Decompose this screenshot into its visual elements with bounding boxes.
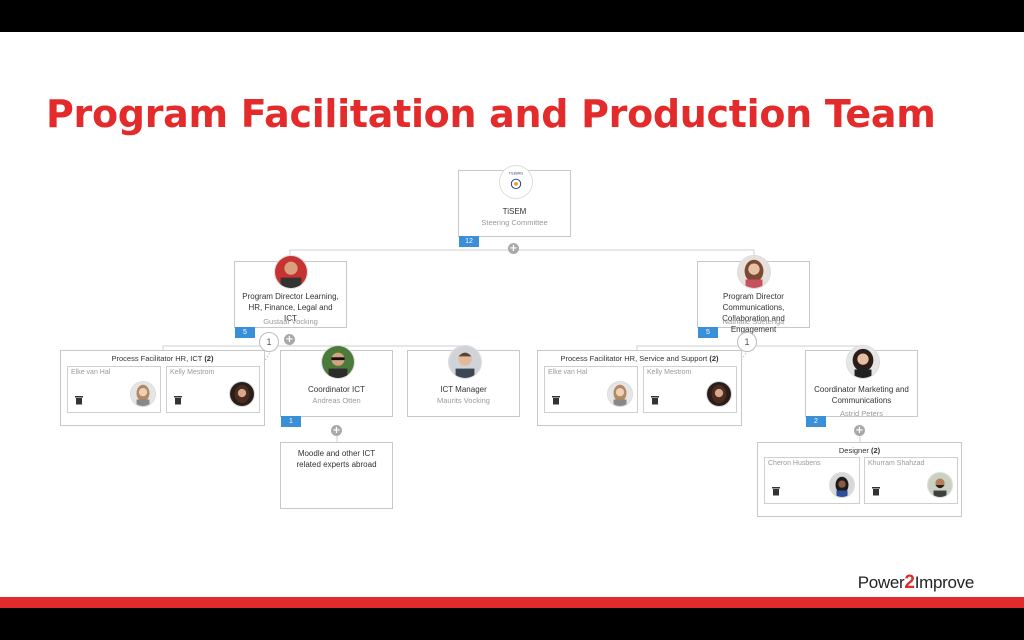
node-coordinator-marketing[interactable]: Coordinator Marketing and Communications…	[805, 345, 918, 418]
avatar-nathalie	[737, 255, 771, 289]
trash-icon[interactable]	[771, 486, 781, 496]
node-left-director-name: Program Director Learning, HR, Finance, …	[242, 292, 339, 323]
group-designer-title: Designer (2)	[838, 446, 881, 455]
avatar-kelly	[229, 381, 255, 407]
node-root-expand-icon[interactable]: +	[508, 243, 519, 254]
avatar-kelly	[706, 381, 732, 407]
member-card[interactable]: Cheron Husbens	[764, 457, 860, 504]
node-root[interactable]: TILBURG TiSEM Steering Committee	[458, 165, 571, 237]
node-ict-manager-name: ICT Manager	[440, 385, 487, 394]
avatar-elke	[607, 381, 633, 407]
trash-icon[interactable]	[74, 395, 84, 405]
member-name: Elke van Hal	[71, 369, 111, 376]
group-left-facilitator[interactable]: Process Facilitator HR, ICT (2) Elke van…	[60, 350, 265, 426]
group-right-facilitator[interactable]: Process Facilitator HR, Service and Supp…	[537, 350, 742, 426]
member-card[interactable]: Kelly Mestrom	[643, 366, 737, 413]
node-right-director-person: Nathalie Soetenga	[722, 317, 785, 326]
power2improve-logo: Power2Improve	[857, 572, 975, 593]
page-title: Program Facilitation and Production Team	[46, 92, 936, 136]
node-coordinator-ict-badge[interactable]: 1	[281, 416, 301, 427]
node-coordinator-marketing-expand-icon[interactable]: +	[854, 425, 865, 436]
member-card[interactable]: Khurram Shahzad	[864, 457, 958, 504]
member-card[interactable]: Elke van Hal	[544, 366, 638, 413]
member-card[interactable]: Kelly Mestrom	[166, 366, 260, 413]
avatar-astrid	[846, 345, 880, 379]
slide: Program Facilitation and Production Team…	[0, 32, 1024, 608]
svg-text:TILBURG: TILBURG	[509, 171, 524, 175]
node-right-director-count[interactable]: 1	[737, 332, 757, 352]
member-name: Elke van Hal	[548, 369, 588, 376]
node-moodle-experts[interactable]: Moodle and other ICT related experts abr…	[280, 442, 393, 509]
footer-accent-bar	[0, 597, 1024, 608]
node-root-role: Steering Committee	[481, 218, 548, 227]
trash-icon[interactable]	[551, 395, 561, 405]
node-coordinator-marketing-person: Astrid Peters	[840, 409, 883, 418]
node-left-director-count[interactable]: 1	[259, 332, 279, 352]
node-left-director-person: Gustaaf Vocking	[263, 317, 318, 326]
member-card[interactable]: Elke van Hal	[67, 366, 161, 413]
node-left-director-expand-icon[interactable]: +	[284, 334, 295, 345]
trash-icon[interactable]	[173, 395, 183, 405]
node-coordinator-ict-person: Andreas Otten	[312, 396, 361, 405]
university-logo-icon: TILBURG	[499, 165, 533, 199]
node-coordinator-marketing-name: Coordinator Marketing and Communications	[814, 385, 909, 405]
node-ict-manager-person: Maurits Vocking	[437, 396, 490, 405]
member-name: Kelly Mestrom	[647, 369, 692, 376]
node-right-director[interactable]: Program Director Communications, Collabo…	[697, 255, 810, 334]
group-designer[interactable]: Designer (2) Cheron Husbens Khurram Shah…	[757, 442, 962, 517]
node-coordinator-ict-name: Coordinator ICT	[308, 385, 365, 394]
node-coordinator-marketing-badge[interactable]: 2	[806, 416, 826, 427]
node-coordinator-ict[interactable]: Coordinator ICT Andreas Otten	[280, 345, 393, 417]
group-left-facilitator-title: Process Facilitator HR, ICT (2)	[111, 354, 214, 363]
avatar-elke	[130, 381, 156, 407]
node-moodle-experts-name: Moodle and other ICT related experts abr…	[296, 449, 377, 469]
node-root-badge[interactable]: 12	[459, 236, 479, 247]
node-root-name: TiSEM	[502, 207, 527, 216]
avatar-andreas	[321, 345, 355, 379]
node-left-director[interactable]: Program Director Learning, HR, Finance, …	[234, 255, 347, 328]
node-coordinator-ict-expand-icon[interactable]: +	[331, 425, 342, 436]
member-name: Cheron Husbens	[768, 460, 821, 467]
trash-icon[interactable]	[650, 395, 660, 405]
node-left-director-badge[interactable]: 5	[235, 327, 255, 338]
group-right-facilitator-title: Process Facilitator HR, Service and Supp…	[560, 354, 719, 363]
node-right-director-badge[interactable]: 5	[698, 327, 718, 338]
node-right-director-name: Program Director Communications, Collabo…	[722, 292, 785, 334]
node-ict-manager[interactable]: ICT Manager Maurits Vocking	[407, 345, 520, 417]
avatar-maurits	[448, 345, 482, 379]
trash-icon[interactable]	[871, 486, 881, 496]
avatar-cheron	[829, 472, 855, 498]
member-name: Khurram Shahzad	[868, 460, 925, 467]
avatar-khurram	[927, 472, 953, 498]
member-name: Kelly Mestrom	[170, 369, 215, 376]
avatar-gustaaf	[274, 255, 308, 289]
